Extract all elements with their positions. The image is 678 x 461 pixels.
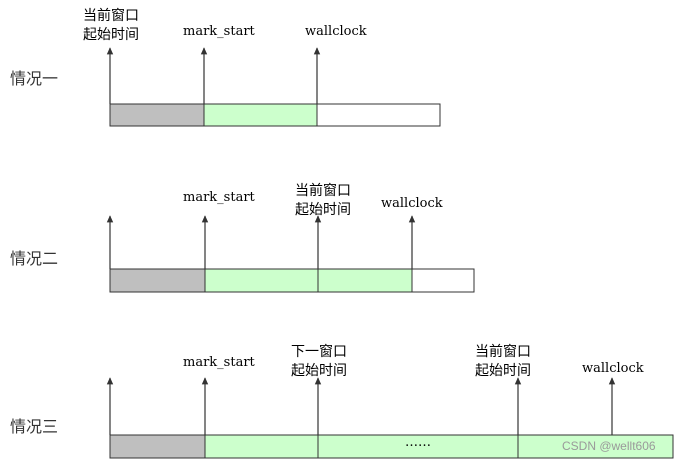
case-2-marker-2-line2: 起始时间 <box>295 202 351 218</box>
case-2: 情况二 mark_start 当前窗口 起始时间 wallclock <box>10 182 475 293</box>
case-1-marker-3-label: wallclock <box>305 24 367 39</box>
case-1-marker-1-line2: 起始时间 <box>83 27 139 43</box>
case-1-marker-1-line1: 当前窗口 <box>83 7 139 24</box>
case-3-green-segment-a <box>204 434 319 459</box>
case-1-label: 情况一 <box>10 69 58 88</box>
case-1-gray-segment <box>109 103 205 127</box>
case-1-green-segment <box>203 103 318 127</box>
case-3-green-segment-c <box>517 434 674 459</box>
case-2-green-segment-b <box>317 268 413 293</box>
case-2-marker-1-label: mark_start <box>183 190 256 205</box>
case-3-gray-segment <box>109 434 206 459</box>
case-3-marker-2-line1: 下一窗口 <box>291 343 347 360</box>
case-2-green-segment-a <box>204 268 319 293</box>
case-3: 情况三 mark_start 下一窗口 起始时间 当前窗口 起始时间 wallc… <box>10 343 674 459</box>
case-3-ellipsis: …… <box>405 435 431 450</box>
case-3-marker-3-line2: 起始时间 <box>475 363 531 379</box>
case-3-label: 情况三 <box>10 417 58 436</box>
case-3-marker-1-label: mark_start <box>183 355 256 370</box>
case-1-white-segment <box>316 103 441 127</box>
case-1: 情况一 当前窗口 起始时间 mark_start wallclock <box>10 7 441 127</box>
case-2-marker-2-line1: 当前窗口 <box>295 182 351 199</box>
case-2-gray-segment <box>109 268 206 293</box>
case-3-marker-4-label: wallclock <box>582 361 644 376</box>
case-2-label: 情况二 <box>10 249 58 268</box>
case-3-marker-3-line1: 当前窗口 <box>475 343 531 360</box>
case-1-marker-2-label: mark_start <box>183 24 256 39</box>
watermark: CSDN @wellt606 <box>562 439 656 453</box>
case-3-marker-2-line2: 起始时间 <box>291 363 347 379</box>
case-2-white-segment <box>411 268 475 293</box>
case-2-marker-3-label: wallclock <box>381 196 443 211</box>
